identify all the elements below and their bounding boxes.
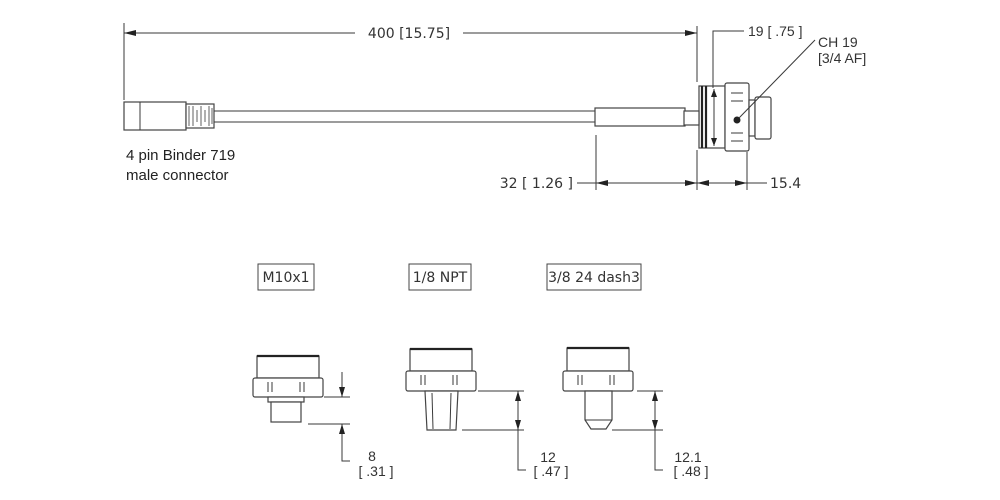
overall-length-label: 400 [15.75] xyxy=(368,26,450,42)
thread-tag-box xyxy=(257,263,315,291)
thread-tag-box xyxy=(546,263,642,291)
length-mm: 12.1 xyxy=(674,449,701,465)
variant-1-8-npt: 1/8 NPT 12 [ .47 ] xyxy=(405,263,569,479)
length-mm: 12 xyxy=(540,449,556,465)
length-mm: 8 xyxy=(368,448,376,464)
connector-label-line1: 4 pin Binder 719 xyxy=(126,147,235,164)
strain-relief-dimension: 32 [ 1.26 ] 15.4 xyxy=(500,135,801,192)
thread-tag: M10x1 xyxy=(262,270,309,286)
wrench-flat-label-line1: CH 19 xyxy=(818,34,858,50)
center-marker-icon xyxy=(733,116,741,124)
binder-connector-body xyxy=(123,101,187,131)
length-in: [ .31 ] xyxy=(358,463,393,479)
sensor-housing xyxy=(683,82,772,152)
length-in: [ .47 ] xyxy=(533,463,568,479)
thread-tag: 3/8 24 dash3 xyxy=(548,270,640,286)
fitting-length-label: 15.4 xyxy=(770,176,801,192)
overall-length-dimension: 400 [15.75] xyxy=(123,23,698,100)
strain-relief-label: 32 [ 1.26 ] xyxy=(500,176,573,192)
variant-3-8-24-dash3: 3/8 24 dash3 12.1 [ .48 ] xyxy=(546,263,709,479)
connector-label-line2: male connector xyxy=(126,167,229,184)
connector-strain-relief xyxy=(185,103,215,129)
width-dimension: 19 [ .75 ] xyxy=(712,23,802,88)
variant-m10x1: M10x1 8 [ .31 ] xyxy=(252,263,394,479)
cable-assembly-view: 400 [15.75] 19 [ .75 ] CH 19 [3/4 AF] 32… xyxy=(123,23,866,192)
wrench-flat-label-line2: [3/4 AF] xyxy=(818,50,866,66)
width-label: 19 [ .75 ] xyxy=(748,23,802,39)
length-in: [ .48 ] xyxy=(673,463,708,479)
wrench-flat-callout: CH 19 [3/4 AF] xyxy=(738,34,866,119)
cable-boot xyxy=(594,107,686,127)
thread-tag: 1/8 NPT xyxy=(413,270,468,286)
thread-tag-box xyxy=(408,263,472,291)
